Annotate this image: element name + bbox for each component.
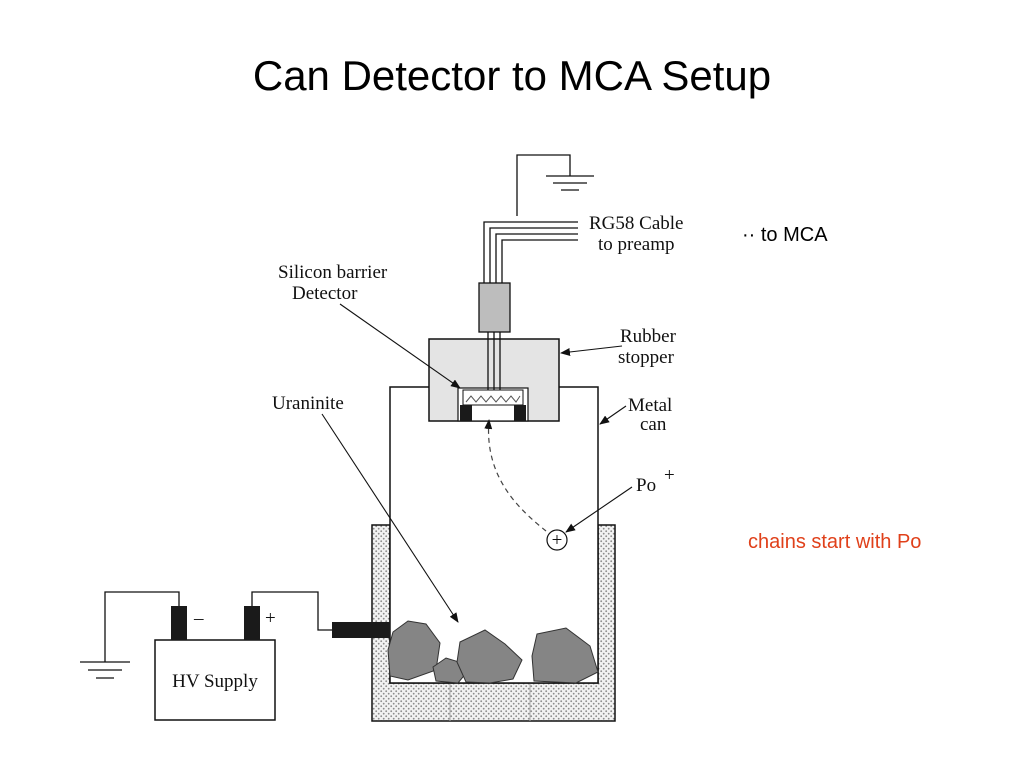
- label-pointers: [321, 303, 633, 623]
- to-mca-note: ·· to MCA: [742, 224, 828, 246]
- cable-connector: [478, 282, 511, 333]
- po-trajectory: [484, 419, 547, 532]
- uraninite-label: Uraninite: [272, 393, 344, 414]
- uraninite-rocks: [387, 620, 599, 684]
- can-label-line2: can: [640, 414, 667, 435]
- can-connector: [332, 622, 390, 638]
- stopper-label-line1: Rubber: [620, 326, 677, 347]
- ion-charge-label: +: [552, 530, 563, 551]
- detector-label-line2: Detector: [292, 283, 358, 304]
- slide-title: Can Detector to MCA Setup: [252, 52, 772, 99]
- po-label: Po: [636, 475, 656, 496]
- hv-supply-label: HV Supply: [172, 671, 258, 692]
- silicon-detector: [460, 389, 526, 421]
- cable-label-line2: to preamp: [598, 234, 675, 255]
- terminal-minus-label: –: [193, 608, 204, 629]
- po-ion-icon: [546, 529, 568, 551]
- terminal-minus: [171, 606, 187, 640]
- ground-symbol-top: [546, 175, 594, 191]
- ground-symbol-left: [80, 661, 130, 679]
- terminal-plus: [244, 606, 260, 640]
- hv-wires: [104, 591, 332, 662]
- cable-label-line1: RG58 Cable: [589, 213, 683, 234]
- rg58-cable: [483, 154, 578, 390]
- hv-supply-box: [154, 639, 276, 721]
- detector-label-line1: Silicon barrier: [278, 262, 388, 283]
- po-charge-label: +: [664, 465, 675, 486]
- terminal-plus-label: +: [265, 608, 276, 629]
- can-label-line1: Metal: [628, 395, 672, 416]
- po-chain-note: chains start with Po: [748, 531, 922, 553]
- stopper-label-line2: stopper: [618, 347, 675, 368]
